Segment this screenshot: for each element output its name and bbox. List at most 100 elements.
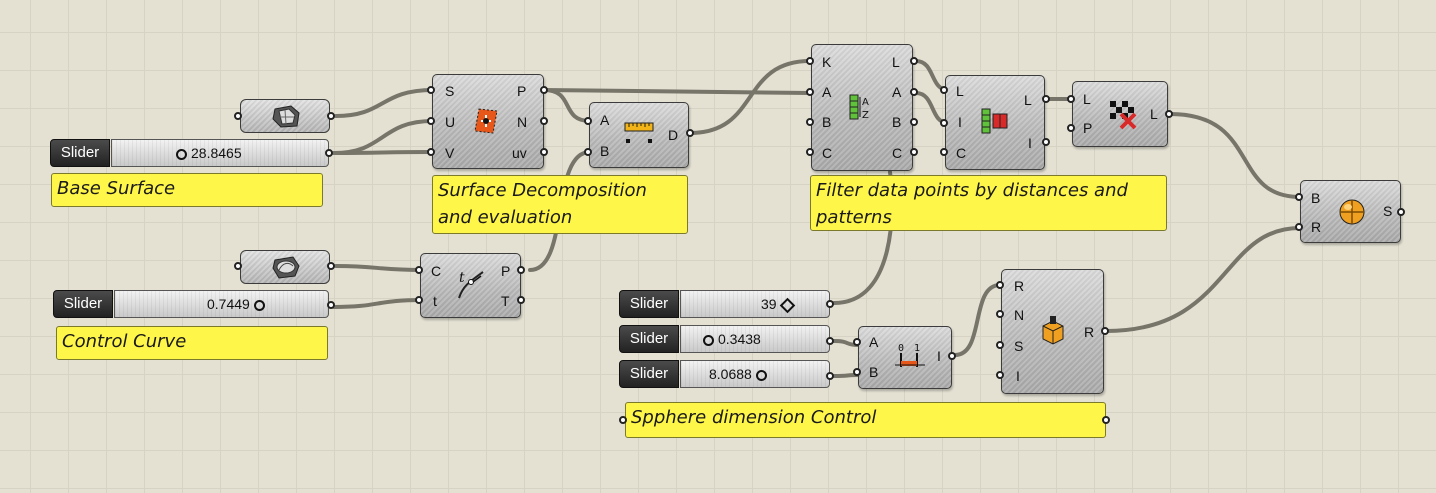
slider-knob[interactable] <box>779 297 795 314</box>
surface-param-out[interactable] <box>327 112 335 120</box>
output-S: S <box>1383 203 1393 219</box>
panel-surface-decomposition-line2: and evaluation <box>438 207 573 228</box>
sort-out-B[interactable] <box>910 118 918 126</box>
slider-4-out[interactable] <box>826 337 834 345</box>
input-t: t <box>433 293 437 309</box>
curve-param[interactable] <box>240 250 330 284</box>
item-in-C[interactable] <box>940 148 948 156</box>
cull-in-P[interactable] <box>1067 124 1075 132</box>
output-R: R <box>1084 324 1095 340</box>
crv-out-P[interactable] <box>517 266 525 274</box>
sort-out-A[interactable] <box>910 88 918 96</box>
slider-5-out[interactable] <box>826 372 834 380</box>
panel-surface-decomposition[interactable]: Surface Decomposition and evaluation <box>432 175 688 234</box>
evsrf-in-U[interactable] <box>427 117 435 125</box>
slider-2-track[interactable]: 0.7449 <box>114 290 329 318</box>
surface-param-in[interactable] <box>234 112 242 120</box>
evsrf-out-N[interactable] <box>540 117 548 125</box>
input-N: N <box>1014 307 1025 323</box>
input-P: P <box>1083 120 1093 136</box>
sphere-in-R[interactable] <box>1295 223 1303 231</box>
dist-in-B[interactable] <box>584 148 592 156</box>
sphere-icon <box>1339 199 1365 225</box>
curve-param-out[interactable] <box>327 262 335 270</box>
input-C: C <box>956 145 967 161</box>
sort-out-C[interactable] <box>910 148 918 156</box>
item-in-L[interactable] <box>940 86 948 94</box>
slider-1-track[interactable]: 28.8465 <box>111 139 329 167</box>
evsrf-in-S[interactable] <box>427 86 435 94</box>
evaluate-curve-component[interactable]: C t P T t <box>420 253 521 318</box>
sphere-in-B[interactable] <box>1295 193 1303 201</box>
sort-in-B[interactable] <box>806 118 814 126</box>
slider-3-out[interactable] <box>826 300 834 308</box>
input-I: I <box>1016 368 1020 384</box>
curve-param-icon <box>272 256 300 279</box>
output-T: T <box>501 293 510 309</box>
sort-in-A[interactable] <box>806 88 814 96</box>
panel-sphere-out[interactable] <box>1102 416 1110 424</box>
random-number-icon <box>1042 316 1064 345</box>
range-out-I[interactable] <box>948 352 956 360</box>
panel-filter-data[interactable]: Filter data points by distances and patt… <box>810 175 1167 231</box>
cull-in-L[interactable] <box>1067 95 1075 103</box>
input-L: L <box>1083 91 1091 107</box>
rand-out-R[interactable] <box>1101 327 1109 335</box>
slider-2-out[interactable] <box>327 301 335 309</box>
rand-in-I[interactable] <box>996 371 1004 379</box>
distance-component[interactable]: A B D <box>589 102 689 168</box>
output-N: N <box>517 114 528 130</box>
range-component[interactable]: A B I 0 1 <box>858 326 952 389</box>
sort-in-K[interactable] <box>806 57 814 65</box>
cull-pattern-icon <box>1110 101 1137 130</box>
evaluate-surface-component[interactable]: S U V P N uv <box>432 74 544 169</box>
wire-slider-to-V <box>332 150 435 155</box>
evsrf-in-V[interactable] <box>427 148 435 156</box>
curve-param-in[interactable] <box>234 262 242 270</box>
sort-out-L[interactable] <box>910 57 918 65</box>
range-domain-icon: 0 1 <box>895 343 925 367</box>
rand-in-R[interactable] <box>996 281 1004 289</box>
slider-5-value-wrap: 8.0688 <box>709 361 771 387</box>
panel-sphere-in[interactable] <box>619 416 627 424</box>
range-in-B[interactable] <box>853 368 861 376</box>
crv-out-T[interactable] <box>517 296 525 304</box>
panel-filter-line2: patterns <box>816 207 892 228</box>
item-out-L[interactable] <box>1042 95 1050 103</box>
crv-in-C[interactable] <box>415 266 423 274</box>
slider-4-track[interactable]: 0.3438 <box>680 325 830 353</box>
evsrf-out-P[interactable] <box>540 86 548 94</box>
evaluate-surface-icon <box>474 108 498 134</box>
slider-knob[interactable] <box>176 148 187 160</box>
slider-knob[interactable] <box>755 369 767 381</box>
rand-in-S[interactable] <box>996 341 1004 349</box>
rand-in-N[interactable] <box>996 310 1004 318</box>
dist-in-A[interactable] <box>584 117 592 125</box>
cull-out-L[interactable] <box>1165 110 1173 118</box>
panel-control-curve[interactable]: Control Curve <box>56 326 328 360</box>
sphere-component[interactable]: B R S <box>1300 180 1401 243</box>
range-in-A[interactable] <box>853 338 861 346</box>
slider-knob[interactable] <box>703 334 714 346</box>
cull-pattern-component[interactable]: L P L <box>1072 81 1168 147</box>
slider-1-value: 28.8465 <box>191 145 242 161</box>
list-item-component[interactable]: L I C L I <box>945 75 1045 170</box>
sort-in-C[interactable] <box>806 148 814 156</box>
panel-base-surface[interactable]: Base Surface <box>51 173 323 207</box>
evsrf-out-uv[interactable] <box>540 148 548 156</box>
sphere-out-S[interactable] <box>1397 208 1405 216</box>
slider-1-out[interactable] <box>325 149 333 157</box>
slider-5-track[interactable]: 8.0688 <box>680 360 830 388</box>
item-out-I[interactable] <box>1042 138 1050 146</box>
output-P: P <box>501 263 511 279</box>
slider-3-track[interactable]: 39 <box>680 290 830 318</box>
crv-in-t[interactable] <box>415 296 423 304</box>
slider-knob[interactable] <box>253 299 265 311</box>
input-B: B <box>869 364 879 380</box>
surface-param[interactable] <box>240 99 330 133</box>
dist-out-D[interactable] <box>686 129 694 137</box>
random-component[interactable]: R N S I R <box>1001 269 1104 394</box>
item-in-I[interactable] <box>940 119 948 127</box>
panel-sphere-dimension[interactable]: Spphere dimension Control <box>625 402 1106 438</box>
sort-list-component[interactable]: K A B C L A B C A Z <box>811 44 913 171</box>
